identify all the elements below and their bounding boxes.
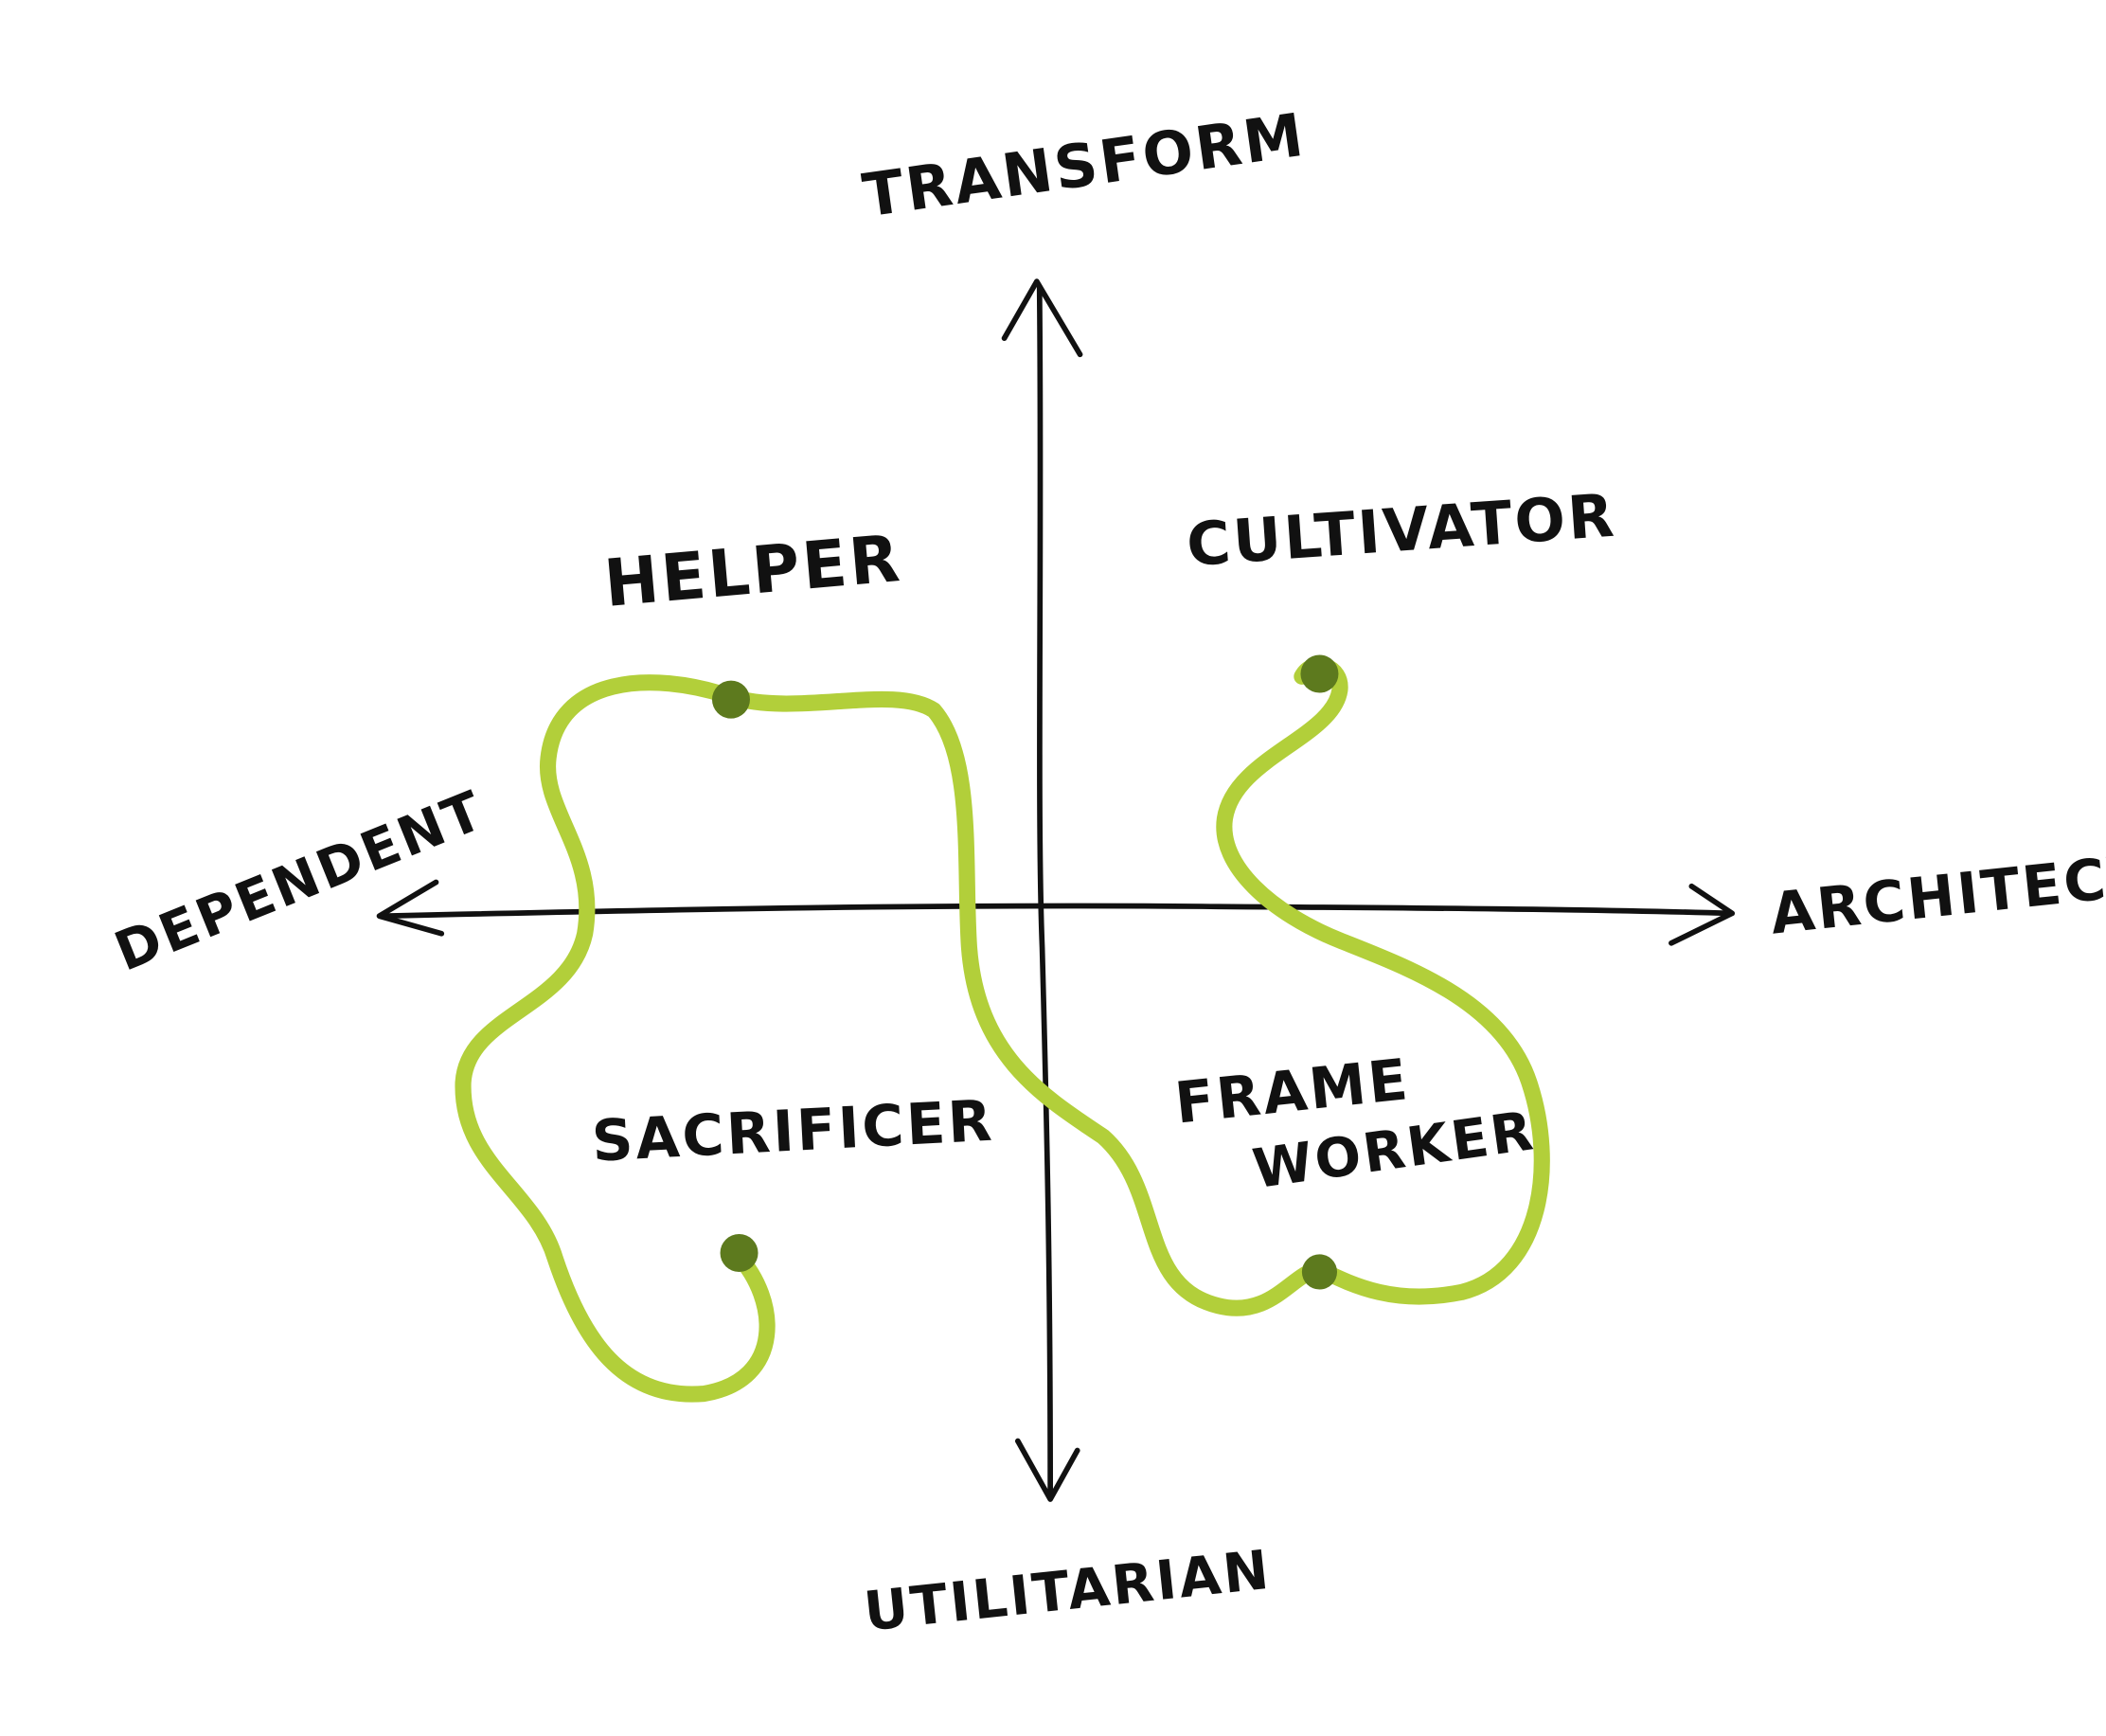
quadrant-label-helper: HELPER <box>601 521 905 622</box>
arrow-left-icon <box>376 879 445 937</box>
axis-label-right: ARCHITECT <box>1767 842 2106 948</box>
quadrant-label-cultivator: CULTIVATOR <box>1185 481 1619 581</box>
vertical-axis <box>1001 278 1083 1502</box>
quadrant-label-sacrificer: SACRIFICER <box>590 1088 995 1175</box>
sacrificer-node <box>720 1233 759 1272</box>
cultivator-node <box>1300 654 1339 693</box>
horizontal-axis <box>376 879 1736 946</box>
arrow-down-icon <box>1014 1438 1080 1502</box>
arrow-right-icon <box>1669 883 1736 946</box>
arrow-up-icon <box>1001 278 1083 358</box>
axis-label-top: TRANSFORM <box>859 100 1310 231</box>
helper-node <box>711 680 750 719</box>
frameworker-node <box>1301 1254 1338 1290</box>
green-path-curve <box>455 654 1550 1403</box>
axis-label-bottom: UTILITARIAN <box>861 1539 1274 1644</box>
